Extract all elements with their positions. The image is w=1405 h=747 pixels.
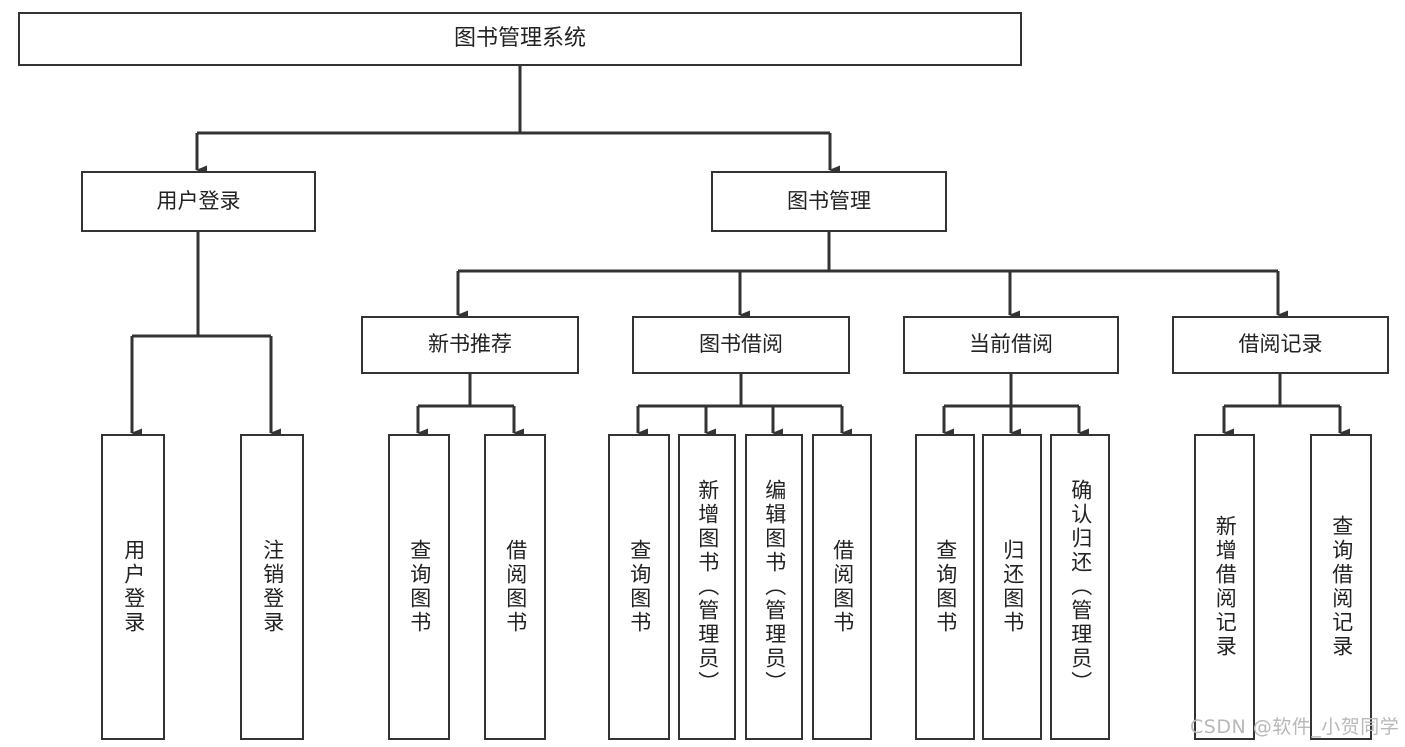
node-leaf-add-book-label: 新增图书（管理员） (695, 479, 720, 695)
node-book-management-label: 图书管理 (787, 188, 871, 213)
node-leaf-query-book-recommend[interactable]: 查询图书 (388, 434, 450, 740)
node-user-login[interactable]: 用户登录 (81, 171, 316, 232)
node-new-book-recommend[interactable]: 新书推荐 (361, 316, 579, 374)
node-leaf-add-borrow-record[interactable]: 新增借阅记录 (1194, 434, 1255, 740)
node-root-label: 图书管理系统 (453, 25, 586, 51)
node-current-borrow-label: 当前借阅 (969, 332, 1053, 357)
node-leaf-return-book-label: 归还图书 (1000, 539, 1025, 635)
node-book-management[interactable]: 图书管理 (711, 171, 947, 232)
node-leaf-user-login[interactable]: 用户登录 (101, 434, 165, 740)
node-leaf-add-book[interactable]: 新增图书（管理员） (678, 434, 736, 740)
node-root[interactable]: 图书管理系统 (18, 12, 1022, 66)
node-leaf-query-book-borrow[interactable]: 查询图书 (608, 434, 670, 740)
node-leaf-query-borrow-record-label: 查询借阅记录 (1329, 515, 1354, 659)
node-leaf-query-book-recommend-label: 查询图书 (407, 539, 432, 635)
node-leaf-borrow-book-recommend[interactable]: 借阅图书 (484, 434, 546, 740)
node-leaf-borrow-book-recommend-label: 借阅图书 (503, 539, 528, 635)
node-leaf-confirm-return[interactable]: 确认归还（管理员） (1050, 434, 1110, 740)
node-leaf-query-book-borrow-label: 查询图书 (627, 539, 652, 635)
node-leaf-query-book-current[interactable]: 查询图书 (915, 434, 975, 740)
node-leaf-confirm-return-label: 确认归还（管理员） (1068, 479, 1093, 695)
node-leaf-edit-book[interactable]: 编辑图书（管理员） (745, 434, 803, 740)
watermark-label: CSDN @软件_小贺同学 (1190, 716, 1400, 738)
connector-lines (130, 66, 1350, 438)
node-current-borrow[interactable]: 当前借阅 (903, 316, 1119, 374)
node-leaf-logout-label: 注销登录 (260, 539, 285, 635)
node-leaf-query-book-current-label: 查询图书 (933, 539, 958, 635)
node-leaf-return-book[interactable]: 归还图书 (982, 434, 1042, 740)
node-leaf-query-borrow-record[interactable]: 查询借阅记录 (1310, 434, 1372, 740)
node-leaf-borrow-book-label: 借阅图书 (830, 539, 855, 635)
node-leaf-edit-book-label: 编辑图书（管理员） (762, 479, 787, 695)
node-borrow-record[interactable]: 借阅记录 (1172, 316, 1389, 374)
node-borrow-record-label: 借阅记录 (1238, 332, 1323, 357)
node-leaf-logout[interactable]: 注销登录 (240, 434, 304, 740)
node-user-login-label: 用户登录 (156, 188, 241, 213)
node-leaf-user-login-label: 用户登录 (121, 539, 146, 635)
node-new-book-recommend-label: 新书推荐 (428, 332, 512, 357)
node-leaf-borrow-book[interactable]: 借阅图书 (812, 434, 872, 740)
node-leaf-add-borrow-record-label: 新增借阅记录 (1213, 515, 1238, 659)
node-book-borrow-label: 图书借阅 (699, 332, 783, 357)
node-book-borrow[interactable]: 图书借阅 (632, 316, 850, 374)
